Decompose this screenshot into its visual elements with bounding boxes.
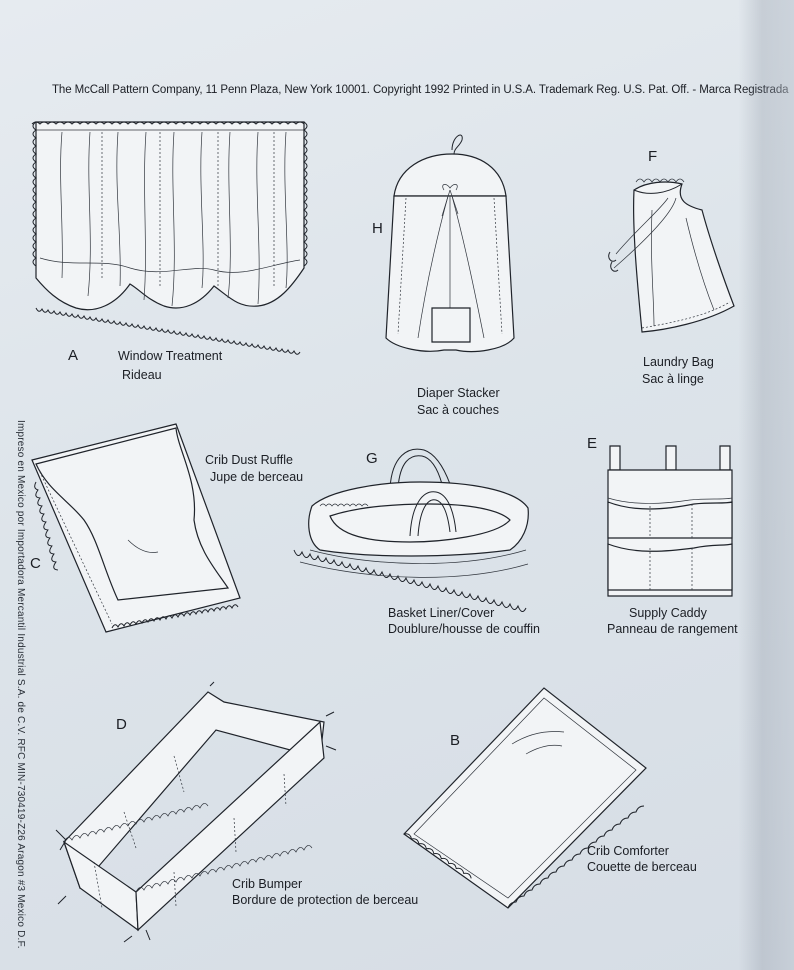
item-b-name-fr: Couette de berceau [587,860,697,874]
supply-caddy-illustration [604,444,736,604]
item-c-letter: C [30,555,41,572]
window-treatment-illustration [32,118,312,330]
item-f-name-fr: Sac à linge [642,372,704,386]
item-d-letter: D [116,716,127,733]
item-g-name-fr: Doublure/housse de couffin [388,622,540,636]
item-h-name-fr: Sac à couches [417,403,499,417]
item-a-letter: A [68,347,79,364]
item-a-name-fr: Rideau [122,368,162,382]
crib-comforter-illustration [396,684,652,912]
item-d-name-fr: Bordure de protection de berceau [232,893,419,907]
item-h-letter: H [372,220,383,237]
diaper-stacker-illustration [384,128,514,378]
item-b-name-en: Crib Comforter [587,844,669,858]
basket-liner-illustration [290,446,534,594]
item-e-letter: E [587,435,598,452]
item-e-name-fr: Panneau de rangement [607,622,738,636]
item-f-name-en: Laundry Bag [643,355,714,369]
item-h-name-en: Diaper Stacker [417,386,500,400]
item-d-name-en: Crib Bumper [232,877,303,891]
item-f-letter: F [648,148,658,165]
side-imprint: Impreso en Mexico por Importadora Mercan… [14,420,28,949]
item-c-name-en: Crib Dust Ruffle [205,453,293,467]
publisher-header: The McCall Pattern Company, 11 Penn Plaz… [52,84,789,96]
laundry-bag-illustration [606,170,738,340]
item-a-name-en: Window Treatment [118,349,223,363]
item-g-letter: G [366,450,378,467]
side-imprint-text: Impreso en Mexico por Importadora Mercan… [15,420,26,949]
item-e-name-en: Supply Caddy [629,606,707,620]
item-g-name-en: Basket Liner/Cover [388,606,495,620]
item-b-letter: B [450,732,461,749]
